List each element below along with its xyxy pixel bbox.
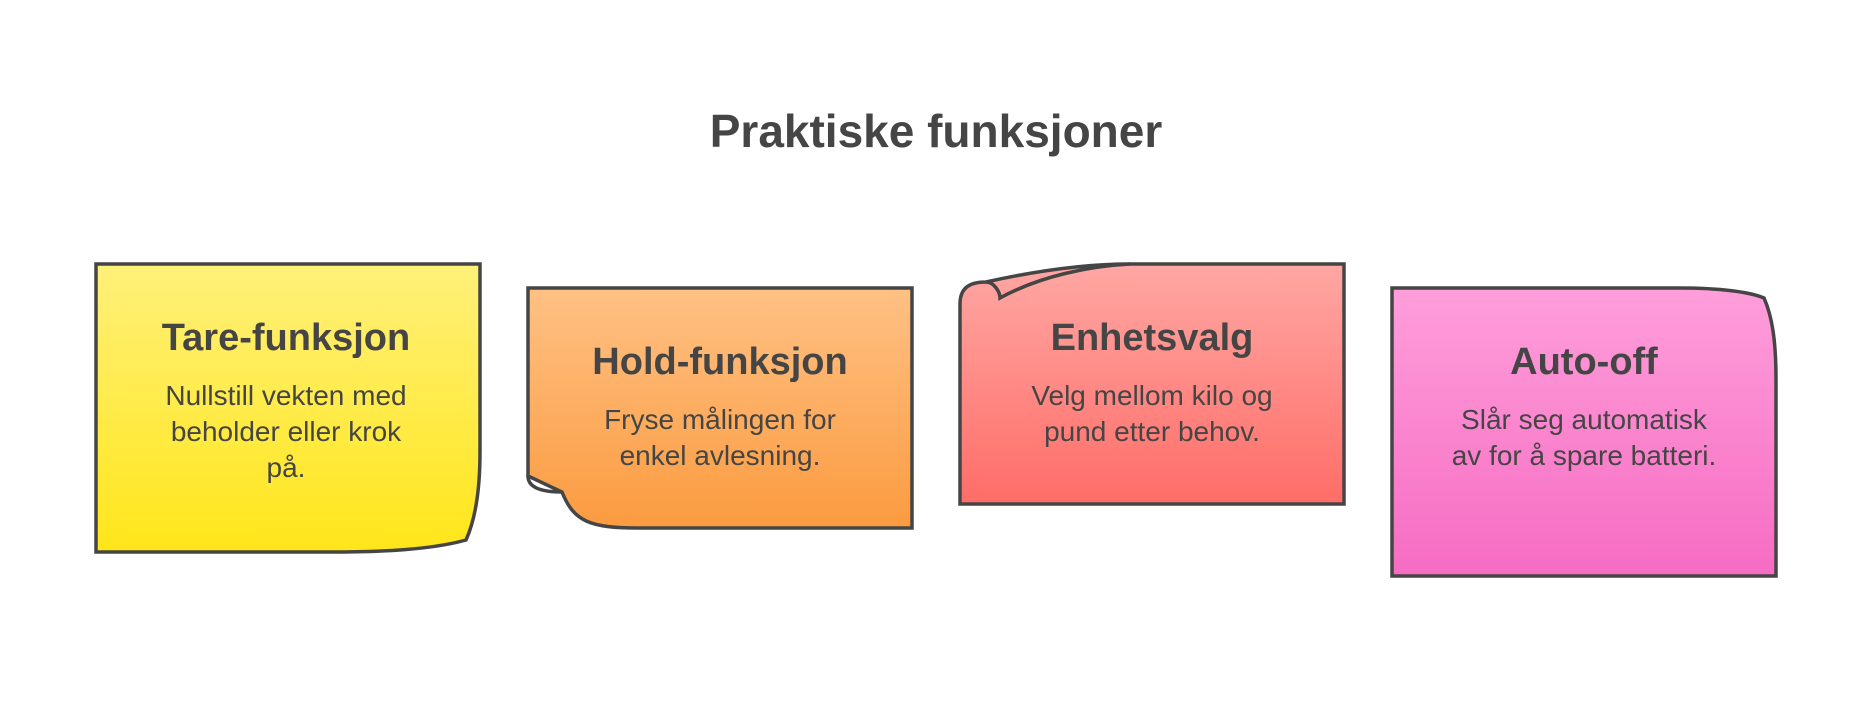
note-4-shape <box>1390 286 1778 578</box>
note-1-shape <box>94 262 482 554</box>
note-3-desc: Velg mellom kilo og pund etter behov. <box>1031 380 1273 447</box>
note-2-text: Hold-funksjon Fryse målingen for enkel a… <box>548 340 892 474</box>
note-2-desc: Fryse målingen for enkel avlesning. <box>604 404 836 471</box>
note-3-text: Enhetsvalg Velg mellom kilo og pund ette… <box>980 316 1324 450</box>
note-1-heading: Tare-funksjon <box>161 317 411 359</box>
note-3-curl <box>985 262 1131 301</box>
note-1-desc: Nullstill vekten med beholder eller krok… <box>165 380 407 483</box>
note-3-heading: Enhetsvalg <box>1050 317 1254 359</box>
note-4-text: Auto-off Slår seg automatisk av for å sp… <box>1412 340 1756 474</box>
note-2-shape <box>526 286 914 530</box>
note-1-text: Tare-funksjon Nullstill vekten med behol… <box>116 316 456 486</box>
note-2-fold <box>526 475 563 494</box>
note-2-heading: Hold-funksjon <box>592 341 848 383</box>
note-4-heading: Auto-off <box>1510 341 1658 383</box>
page-title: Praktiske funksjoner <box>709 105 1163 157</box>
note-4-desc: Slår seg automatisk av for å spare batte… <box>1451 404 1717 471</box>
